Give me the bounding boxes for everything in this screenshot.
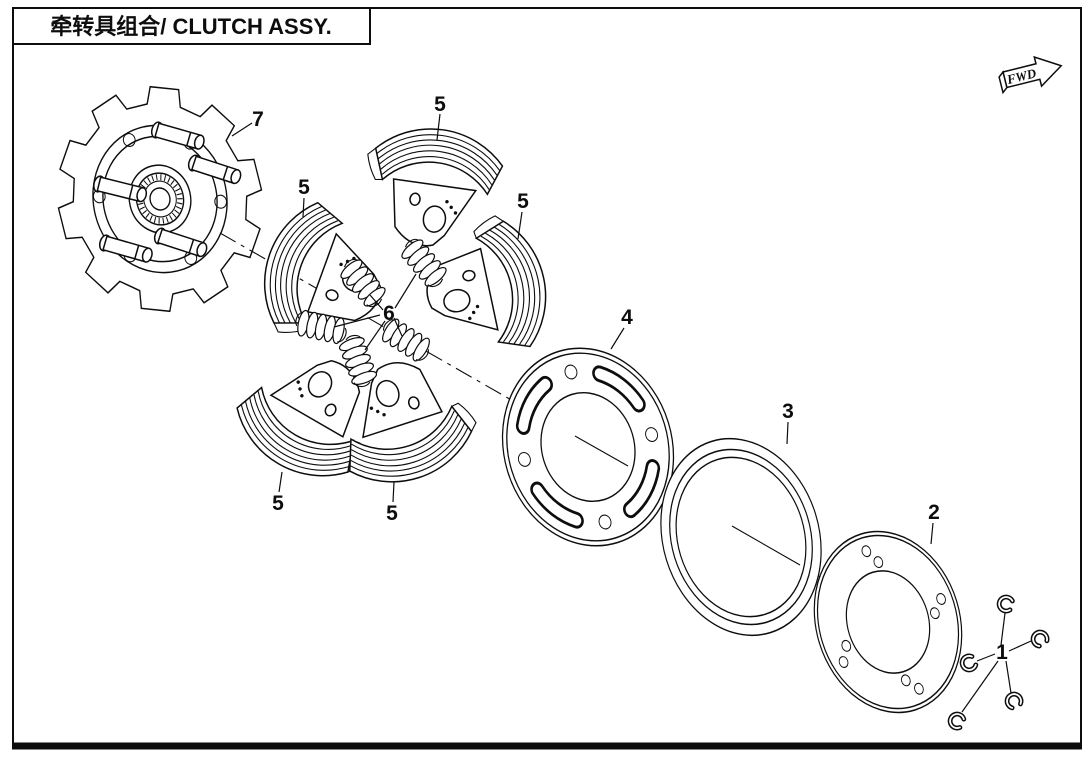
fwd-arrow-icon: FWD bbox=[998, 55, 1063, 95]
axis-centerline bbox=[574, 435, 629, 467]
callout-5-bottom-left: 5 bbox=[272, 492, 284, 515]
part-3-ring bbox=[660, 437, 822, 637]
axis-centerline bbox=[731, 525, 801, 566]
page-title: 牵转具组合/ CLUTCH ASSY. bbox=[50, 14, 332, 39]
title-box bbox=[12, 7, 371, 45]
callout-5-top: 5 bbox=[434, 93, 446, 116]
callout-2: 2 bbox=[928, 501, 940, 524]
callout-4: 4 bbox=[621, 306, 633, 329]
callout-5-bottom-mid: 5 bbox=[386, 502, 398, 525]
part-7-drive-carrier bbox=[57, 85, 263, 313]
leader-lines bbox=[231, 113, 1032, 713]
callout-6: 6 bbox=[383, 302, 395, 325]
callout-5-left: 5 bbox=[298, 176, 310, 199]
part-4-slotted-plate bbox=[501, 347, 675, 547]
callout-1: 1 bbox=[996, 641, 1008, 664]
fwd-label: FWD bbox=[1004, 65, 1038, 87]
callout-3: 3 bbox=[782, 400, 794, 423]
callout-5-right: 5 bbox=[517, 190, 529, 213]
part-2-end-plate bbox=[813, 530, 963, 714]
callout-7: 7 bbox=[252, 108, 264, 131]
